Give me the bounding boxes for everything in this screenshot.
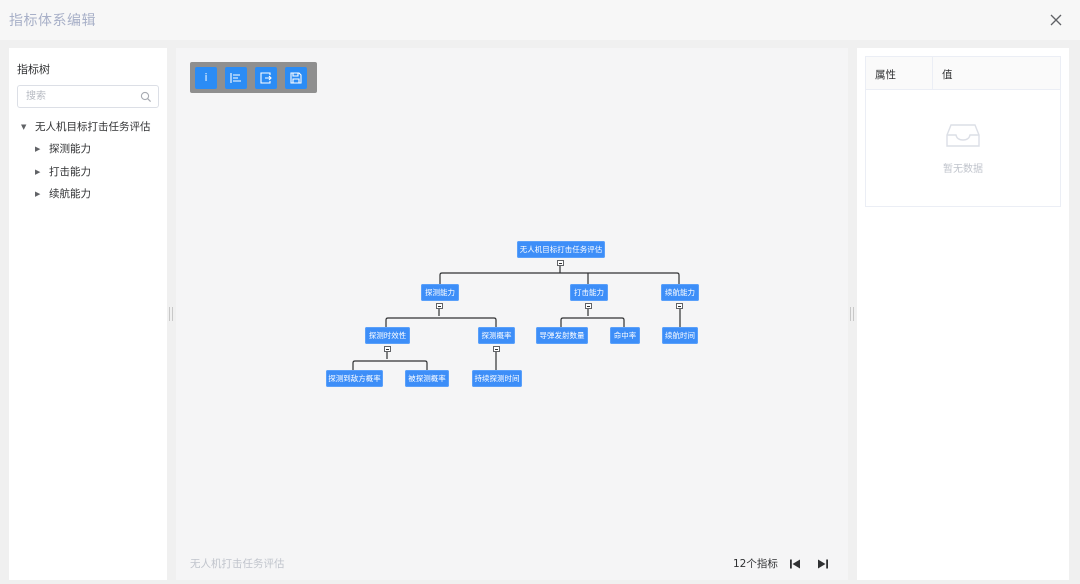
skip-back-icon [790, 559, 800, 569]
mindmap-node-continuous-detection-time[interactable]: 持续探测时间 [472, 370, 522, 387]
dialog-title: 指标体系编辑 [9, 13, 96, 29]
export-button[interactable] [255, 67, 277, 89]
column-header-property: 属性 [875, 69, 896, 81]
search-box [17, 85, 159, 108]
indicator-count: 12个指标 [733, 558, 778, 570]
export-icon [260, 72, 272, 84]
skip-forward-icon [818, 559, 828, 569]
mindmap-node-endurance[interactable]: 续航能力 [661, 284, 699, 301]
mindmap-connectors [352, 266, 681, 370]
left-resize-handle[interactable] [169, 307, 173, 321]
tree-title: 指标树 [17, 63, 50, 76]
mindmap-panel: 无人机目标打击任务评估 探测能力 打击能力 续航能力 探测时效性 探测概率 导弹… [176, 48, 848, 580]
footer-system-name: 无人机打击任务评估 [190, 558, 285, 570]
mindmap-canvas[interactable]: 无人机目标打击任务评估 探测能力 打击能力 续航能力 探测时效性 探测概率 导弹… [176, 48, 848, 580]
caret-right-icon[interactable]: ▶ [35, 145, 41, 153]
info-icon: i [204, 71, 208, 84]
collapse-toggle-detection-timeliness[interactable] [384, 346, 391, 352]
mindmap-node-missile-launch-count[interactable]: 导弹发射数量 [536, 327, 588, 344]
dialog-header: 指标体系编辑 [0, 0, 1080, 40]
property-table-header: 属性 值 [866, 57, 1060, 90]
mindmap-node-being-detected-probability[interactable]: 被探测概率 [405, 370, 449, 387]
mindmap-node-endurance-time[interactable]: 续航时间 [662, 327, 698, 344]
save-icon [290, 72, 302, 84]
search-icon[interactable] [140, 91, 152, 103]
align-left-icon [230, 73, 241, 83]
mindmap-node-root[interactable]: 无人机目标打击任务评估 [517, 241, 605, 258]
column-divider [932, 57, 933, 90]
mindmap-node-detection[interactable]: 探测能力 [421, 284, 459, 301]
info-button[interactable]: i [195, 67, 217, 89]
tree-node-root[interactable]: ▼无人机目标打击任务评估 [21, 118, 151, 136]
mindmap-node-hit-rate[interactable]: 命中率 [610, 327, 640, 344]
first-page-button[interactable] [788, 556, 802, 570]
collapse-toggle-root[interactable] [557, 260, 564, 266]
caret-right-icon[interactable]: ▶ [35, 190, 41, 198]
empty-inbox-icon [946, 124, 980, 147]
property-table: 属性 值 暂无数据 [865, 56, 1061, 207]
mindmap-node-enemy-detection-probability[interactable]: 探测到敌方概率 [326, 370, 383, 387]
indicator-tree-panel: 指标树 ▼无人机目标打击任务评估 ▶探测能力 ▶打击能力 ▶续航能力 [9, 48, 167, 580]
close-button[interactable] [1044, 8, 1068, 32]
collapse-toggle-detection-probability[interactable] [493, 346, 500, 352]
caret-right-icon[interactable]: ▶ [35, 168, 41, 176]
mindmap-node-detection-probability[interactable]: 探测概率 [478, 327, 515, 344]
right-resize-handle[interactable] [850, 307, 854, 321]
tree-node-endurance[interactable]: ▶续航能力 [35, 185, 91, 203]
column-header-value: 值 [942, 69, 953, 81]
tree-node-detection[interactable]: ▶探测能力 [35, 140, 91, 158]
collapse-toggle-detection[interactable] [436, 303, 443, 309]
last-page-button[interactable] [816, 556, 830, 570]
mindmap-node-strike[interactable]: 打击能力 [570, 284, 608, 301]
mindmap-node-detection-timeliness[interactable]: 探测时效性 [365, 327, 410, 344]
collapse-toggle-endurance[interactable] [676, 303, 683, 309]
collapse-toggle-strike[interactable] [585, 303, 592, 309]
empty-text: 暂无数据 [943, 164, 983, 175]
property-panel: 属性 值 暂无数据 [857, 48, 1069, 580]
close-icon [1050, 14, 1062, 26]
layout-button[interactable] [225, 67, 247, 89]
tree-node-strike[interactable]: ▶打击能力 [35, 163, 91, 181]
caret-down-icon[interactable]: ▼ [21, 123, 27, 131]
mindmap-toolbar: i [190, 62, 317, 93]
search-input[interactable] [18, 86, 138, 107]
save-button[interactable] [285, 67, 307, 89]
